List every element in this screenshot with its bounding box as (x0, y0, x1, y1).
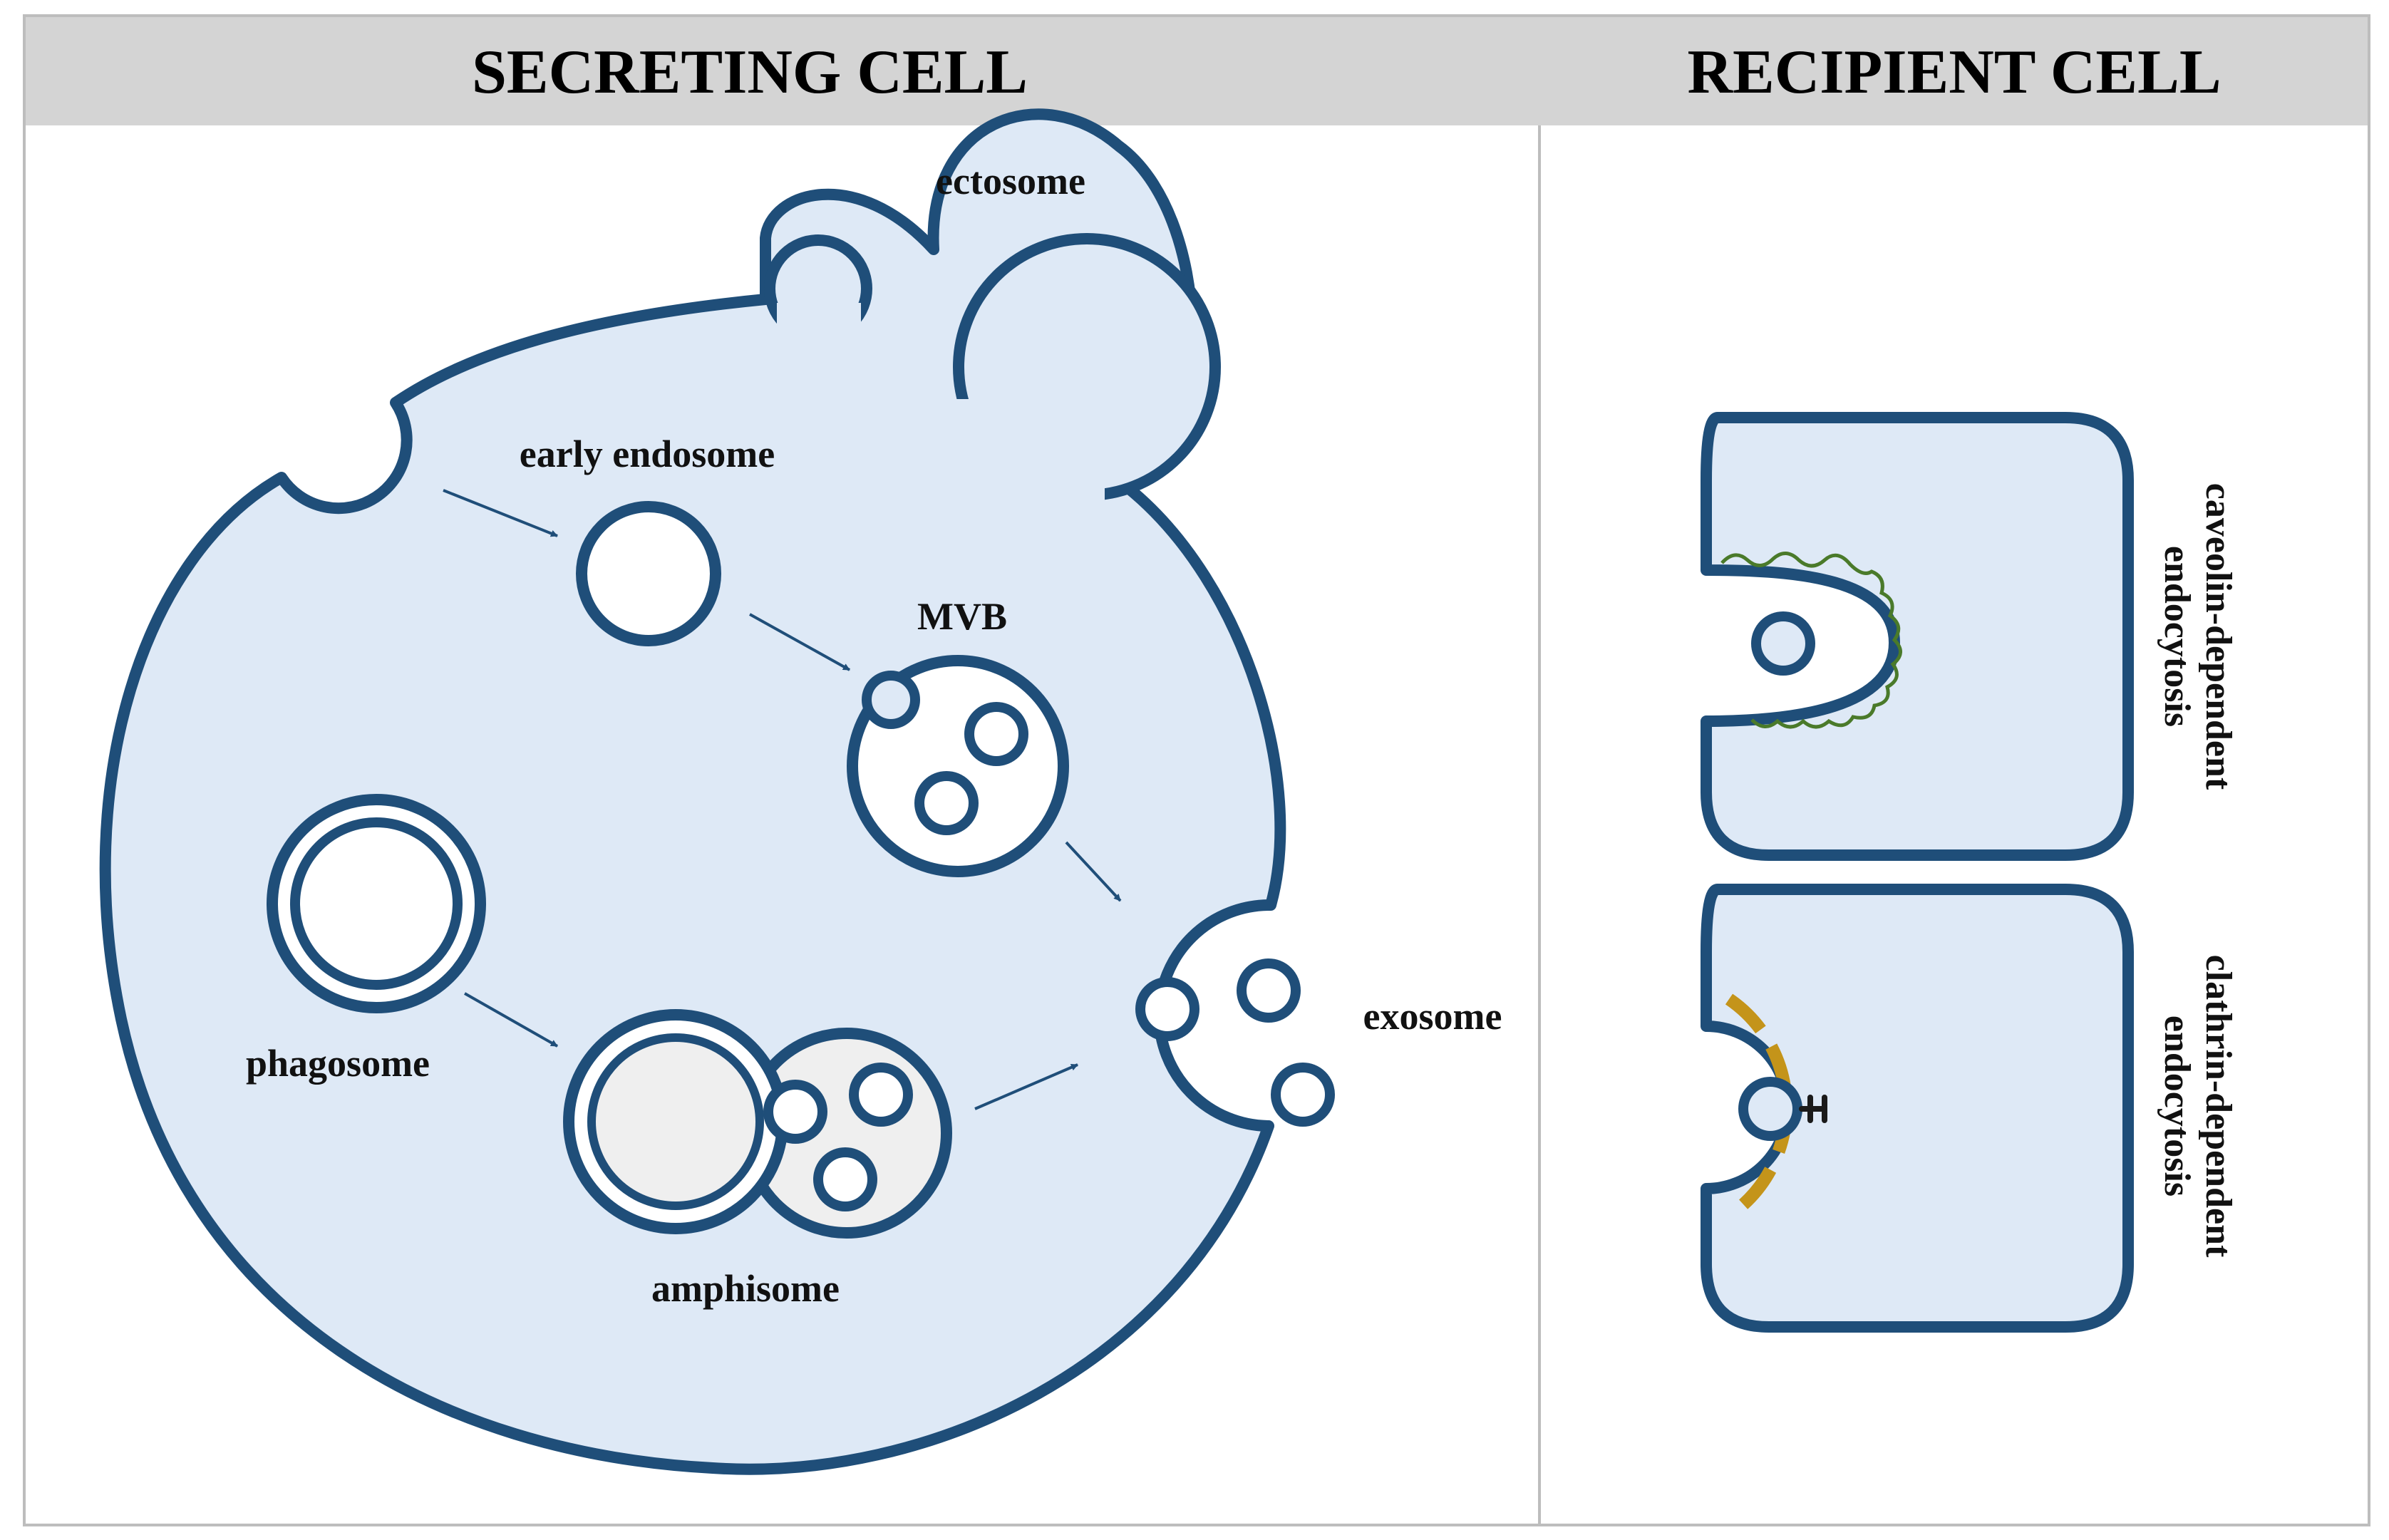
secreting-cell-title: SECRETING CELL (472, 38, 1028, 107)
amphisome-vesicle (813, 1147, 877, 1211)
amphisome-vesicle (849, 1063, 913, 1127)
mvb-invagination (862, 671, 920, 729)
clathrin-cell-membrane (1701, 884, 2134, 1333)
arrow-to-amphisome (464, 992, 558, 1048)
caveolin-label-line2: endocytosis (2157, 546, 2197, 727)
caveolin-endocytosis-cell (1701, 412, 2134, 861)
phagosome (267, 794, 486, 1013)
arrow-amphisome-to-release (974, 1063, 1078, 1110)
early-endosome (576, 501, 721, 646)
clathrin-label: clathrin-dependent (2198, 955, 2239, 1258)
clathrin-coat (1725, 993, 1793, 1221)
exosome-release (1135, 958, 1335, 1127)
exosome (1271, 1063, 1335, 1127)
clathrin-endocytosis-cell (1701, 884, 2134, 1333)
header-bar (26, 17, 2368, 125)
receptor-icon (1799, 1095, 1827, 1123)
amphisome-left-inner (587, 1033, 764, 1210)
exosome (1135, 977, 1199, 1041)
early-endosome-label: early endosome (520, 433, 775, 475)
phagosome-label: phagosome (246, 1042, 430, 1085)
internalized-vesicle (1738, 1077, 1802, 1141)
internalized-vesicle (1751, 611, 1815, 676)
amphisome-vesicle (763, 1080, 827, 1144)
exosome-label: exosome (1363, 995, 1502, 1038)
arrow-to-early-endosome (443, 489, 558, 537)
arrow-to-mvb (749, 613, 850, 671)
intraluminal-vesicle (964, 702, 1028, 766)
mvb-label: MVB (917, 595, 1007, 638)
caveolin-label: caveolin-dependent (2198, 483, 2239, 790)
phagosome-inner-membrane (290, 817, 463, 990)
ectosome-label: ectosome (936, 160, 1085, 202)
caveolin-cell-membrane (1701, 412, 2134, 861)
clathrin-label-line2: endocytosis (2157, 1016, 2197, 1197)
intraluminal-vesicle (914, 771, 979, 835)
exosome (1237, 958, 1301, 1023)
recipient-cell-title: RECIPIENT CELL (1687, 38, 2221, 107)
mvb (847, 655, 1069, 877)
amphisome (563, 1009, 952, 1239)
arrow-to-exosome-release (1065, 841, 1122, 902)
amphisome-label: amphisome (651, 1267, 840, 1310)
caveolin-coat (1720, 552, 1902, 729)
